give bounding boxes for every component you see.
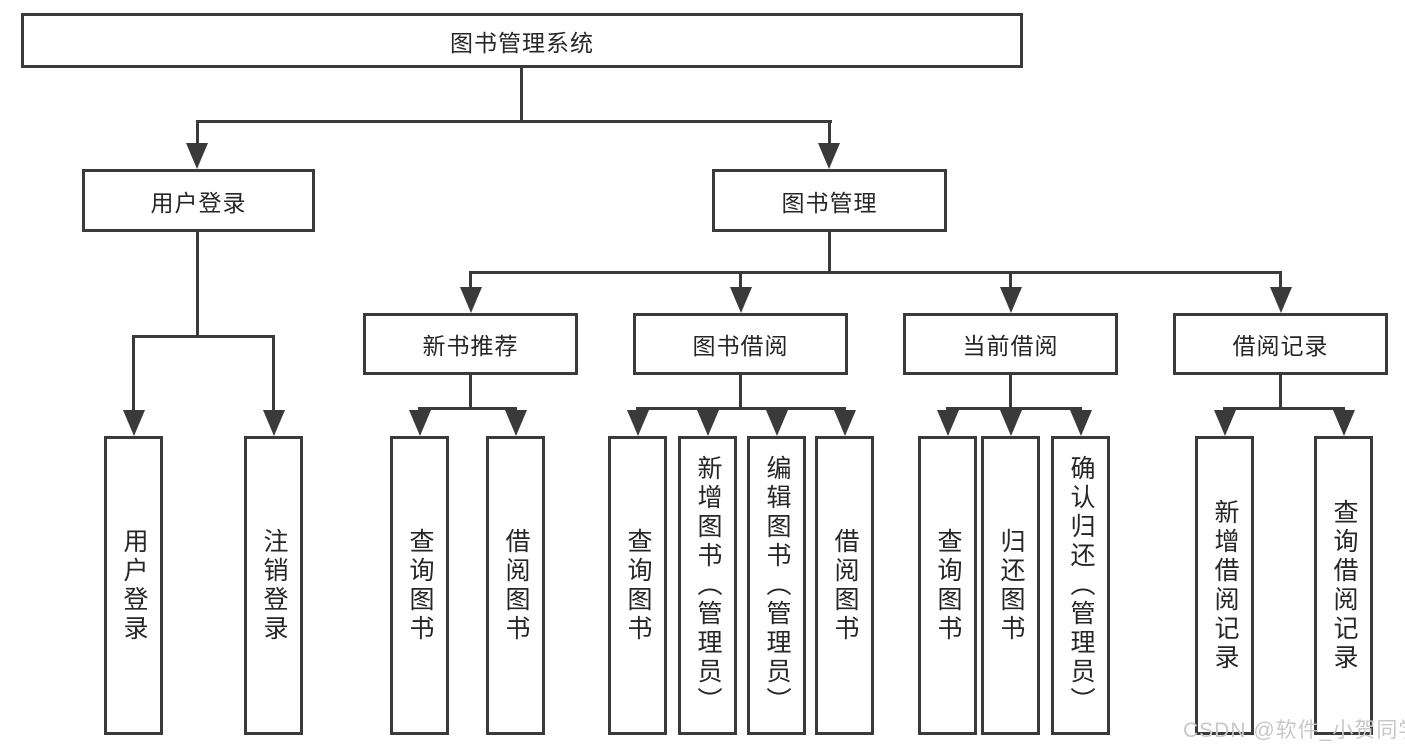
arrowhead-icon: [834, 410, 856, 436]
connector-line: [196, 120, 199, 148]
leaf-query-books-recommend: 查询图书: [390, 436, 449, 735]
connector-line: [1279, 271, 1282, 291]
connector-line: [469, 375, 472, 409]
node-label: 查询图书: [624, 527, 652, 644]
node-borrow-records: 借阅记录: [1173, 313, 1388, 375]
arrowhead-icon: [730, 287, 752, 313]
leaf-borrow-books: 借阅图书: [815, 436, 874, 735]
connector-line: [828, 120, 831, 148]
node-label: 注销登录: [260, 527, 288, 644]
node-label: 查询图书: [934, 527, 962, 644]
connector-line: [828, 232, 831, 273]
node-label: 确认归还（管理员）: [1067, 455, 1095, 716]
node-label: 图书管理: [781, 189, 878, 216]
leaf-return-books: 归还图书: [981, 436, 1040, 735]
connector-line: [1279, 375, 1282, 409]
node-label: 图书管理系统: [450, 29, 594, 56]
arrowhead-icon: [697, 410, 719, 436]
node-book-management: 图书管理: [712, 169, 947, 232]
node-new-book-recommend: 新书推荐: [363, 313, 578, 375]
arrowhead-icon: [937, 410, 959, 436]
connector-line: [520, 66, 523, 122]
connector-line: [946, 407, 1082, 410]
node-current-borrow: 当前借阅: [903, 313, 1118, 375]
arrowhead-icon: [460, 287, 482, 313]
node-label: 用户登录: [120, 527, 148, 644]
connector-line: [196, 232, 199, 337]
leaf-borrow-books-recommend: 借阅图书: [486, 436, 545, 735]
node-book-borrow: 图书借阅: [633, 313, 848, 375]
node-label: 借阅图书: [831, 527, 859, 644]
arrowhead-icon: [1070, 410, 1092, 436]
connector-line: [636, 407, 846, 410]
csdn-watermark: CSDN @软件_小贺同学: [1183, 719, 1405, 742]
leaf-add-book-admin: 新增图书（管理员）: [678, 436, 737, 735]
node-library-system: 图书管理系统: [21, 13, 1023, 68]
connector-line: [1223, 407, 1345, 410]
arrowhead-icon: [186, 143, 208, 169]
arrowhead-icon: [263, 410, 285, 436]
arrowhead-icon: [1000, 410, 1022, 436]
connector-line: [1009, 375, 1012, 409]
arrowhead-icon: [1333, 410, 1355, 436]
connector-line: [132, 335, 275, 338]
arrowhead-icon: [123, 410, 145, 436]
arrowhead-icon: [766, 410, 788, 436]
connector-line: [196, 120, 832, 123]
node-label: 图书借阅: [692, 333, 789, 359]
connector-line: [739, 375, 742, 409]
node-label: 借阅图书: [502, 527, 530, 644]
connector-line: [418, 407, 517, 410]
node-label: 查询借阅记录: [1330, 498, 1358, 673]
node-user-login: 用户登录: [82, 169, 315, 232]
node-label: 新增借阅记录: [1211, 498, 1239, 673]
arrowhead-icon: [1270, 287, 1292, 313]
connector-line: [469, 271, 1281, 274]
node-label: 新书推荐: [422, 333, 519, 359]
arrowhead-icon: [505, 410, 527, 436]
connector-line: [739, 271, 742, 291]
node-label: 查询图书: [406, 527, 434, 644]
arrowhead-icon: [818, 143, 840, 169]
arrowhead-icon: [1000, 287, 1022, 313]
arrowhead-icon: [1214, 410, 1236, 436]
node-label: 借阅记录: [1232, 333, 1329, 359]
connector-line: [469, 271, 472, 291]
node-label: 当前借阅: [962, 333, 1059, 359]
leaf-query-books-borrow: 查询图书: [608, 436, 667, 735]
node-label: 用户登录: [150, 189, 247, 216]
connector-line: [132, 335, 135, 412]
leaf-query-borrow-record: 查询借阅记录: [1314, 436, 1373, 735]
node-label: 新增图书（管理员）: [694, 455, 722, 716]
leaf-add-borrow-record: 新增借阅记录: [1195, 436, 1254, 735]
node-label: 归还图书: [997, 527, 1025, 644]
arrowhead-icon: [409, 410, 431, 436]
leaf-query-books-current: 查询图书: [918, 436, 977, 735]
connector-line: [272, 335, 275, 412]
connector-line: [1009, 271, 1012, 291]
leaf-confirm-return-admin: 确认归还（管理员）: [1051, 436, 1110, 735]
leaf-user-login: 用户登录: [104, 436, 163, 735]
leaf-edit-book-admin: 编辑图书（管理员）: [747, 436, 806, 735]
node-label: 编辑图书（管理员）: [763, 455, 791, 716]
leaf-logout: 注销登录: [244, 436, 303, 735]
arrowhead-icon: [627, 410, 649, 436]
